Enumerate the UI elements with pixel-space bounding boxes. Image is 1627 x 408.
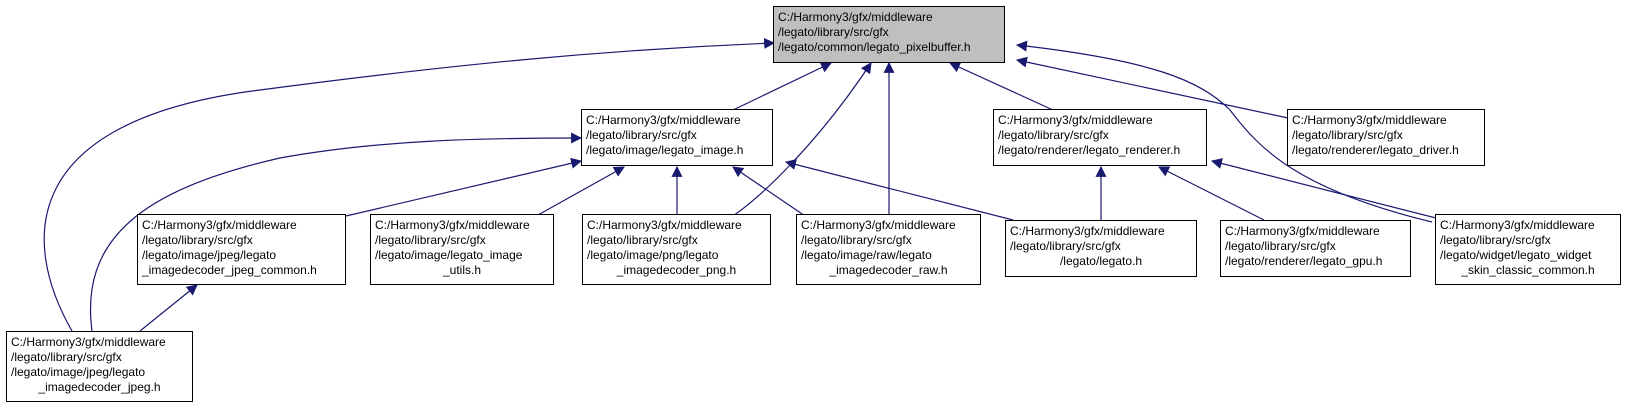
- node-line: C:/Harmony3/gfx/middleware: [1292, 113, 1447, 127]
- node-line: C:/Harmony3/gfx/middleware: [587, 218, 742, 232]
- edge-legato-to-image: [784, 159, 1014, 221]
- edge-jpeg-common-to-image: [345, 157, 583, 217]
- edge-renderer-to-pixelbuffer: [948, 62, 1054, 111]
- node-line: /legato/image/legato_image: [375, 248, 523, 262]
- edge-gpu-to-renderer: [1158, 166, 1265, 221]
- node-line: C:/Harmony3/gfx/middleware: [778, 10, 933, 24]
- node-line: /legato/library/src/gfx: [1292, 128, 1403, 142]
- edge-jpeg-to-jpeg-common: [139, 284, 198, 332]
- node-line: C:/Harmony3/gfx/middleware: [375, 218, 530, 232]
- node-line: C:/Harmony3/gfx/middleware: [1440, 218, 1595, 232]
- node-line: _imagedecoder_raw.h: [829, 263, 948, 277]
- node-legato-widget-skin-classic-common-h[interactable]: C:/Harmony3/gfx/middleware /legato/libra…: [1435, 214, 1621, 285]
- node-line: _imagedecoder_jpeg_common.h: [142, 263, 317, 277]
- node-line: C:/Harmony3/gfx/middleware: [1225, 224, 1380, 238]
- node-line: /legato/library/src/gfx: [11, 350, 122, 364]
- node-line: /legato/library/src/gfx: [142, 233, 253, 247]
- node-line: /legato/renderer/legato_gpu.h: [1225, 254, 1383, 268]
- edge-image-to-pixelbuffer: [732, 62, 832, 111]
- node-line: /legato/image/legato_image.h: [586, 143, 744, 157]
- edge-driver-to-pixelbuffer: [1015, 56, 1289, 119]
- node-line: _imagedecoder_jpeg.h: [38, 380, 161, 394]
- node-line: /legato/library/src/gfx: [801, 233, 912, 247]
- edge-widget-to-pixelbuffer: [1015, 40, 1433, 223]
- node-line: /legato/library/src/gfx: [1010, 239, 1121, 253]
- node-line: /legato/image/jpeg/legato: [142, 248, 277, 262]
- node-line: _imagedecoder_png.h: [616, 263, 737, 277]
- node-line: C:/Harmony3/gfx/middleware: [142, 218, 297, 232]
- node-legato-imagedecoder-raw-h[interactable]: C:/Harmony3/gfx/middleware /legato/libra…: [796, 214, 981, 285]
- node-line: /legato/library/src/gfx: [586, 128, 697, 142]
- node-line: /legato/library/src/gfx: [1440, 233, 1551, 247]
- node-line: C:/Harmony3/gfx/middleware: [1010, 224, 1165, 238]
- node-line: /legato/common/legato_pixelbuffer.h: [778, 40, 971, 54]
- node-line: C:/Harmony3/gfx/middleware: [998, 113, 1153, 127]
- node-legato-image-h[interactable]: C:/Harmony3/gfx/middleware /legato/libra…: [581, 109, 773, 166]
- node-line: C:/Harmony3/gfx/middleware: [586, 113, 741, 127]
- node-line: /legato/legato.h: [1059, 254, 1143, 268]
- node-line: /legato/library/src/gfx: [1225, 239, 1336, 253]
- node-line: /legato/renderer/legato_driver.h: [1292, 143, 1459, 157]
- node-line: /legato/renderer/legato_renderer.h: [998, 143, 1181, 157]
- edge-raw-to-image: [732, 166, 812, 221]
- node-line: /legato/library/src/gfx: [778, 25, 889, 39]
- node-legato-driver-h[interactable]: C:/Harmony3/gfx/middleware /legato/libra…: [1287, 109, 1485, 166]
- node-line: C:/Harmony3/gfx/middleware: [11, 335, 166, 349]
- edge-jpeg-to-image: [90, 132, 583, 332]
- edge-widget-to-renderer: [1210, 158, 1437, 219]
- node-legato-imagedecoder-png-h[interactable]: C:/Harmony3/gfx/middleware /legato/libra…: [582, 214, 771, 285]
- node-legato-imagedecoder-jpeg-h[interactable]: C:/Harmony3/gfx/middleware /legato/libra…: [6, 331, 193, 402]
- node-legato-image-utils-h[interactable]: C:/Harmony3/gfx/middleware /legato/libra…: [370, 214, 554, 285]
- node-line: C:/Harmony3/gfx/middleware: [801, 218, 956, 232]
- node-line: /legato/library/src/gfx: [587, 233, 698, 247]
- edge-jpeg-to-pixelbuffer: [43, 37, 776, 332]
- node-legato-pixelbuffer-h[interactable]: C:/Harmony3/gfx/middleware /legato/libra…: [773, 6, 1005, 63]
- node-legato-imagedecoder-jpeg-common-h[interactable]: C:/Harmony3/gfx/middleware /legato/libra…: [137, 214, 346, 285]
- node-legato-renderer-h[interactable]: C:/Harmony3/gfx/middleware /legato/libra…: [993, 109, 1207, 166]
- node-line: /legato/image/jpeg/legato: [11, 365, 146, 379]
- edge-image-utils-to-image: [528, 166, 625, 221]
- node-line: _utils.h: [442, 263, 482, 277]
- node-line: /legato/library/src/gfx: [375, 233, 486, 247]
- node-legato-gpu-h[interactable]: C:/Harmony3/gfx/middleware /legato/libra…: [1220, 220, 1411, 277]
- node-line: /legato/widget/legato_widget: [1440, 248, 1592, 262]
- node-legato-h[interactable]: C:/Harmony3/gfx/middleware /legato/libra…: [1005, 220, 1197, 277]
- node-line: _skin_classic_common.h: [1461, 263, 1595, 277]
- node-line: /legato/image/raw/legato: [801, 248, 932, 262]
- node-line: /legato/library/src/gfx: [998, 128, 1109, 142]
- node-line: /legato/image/png/legato: [587, 248, 719, 262]
